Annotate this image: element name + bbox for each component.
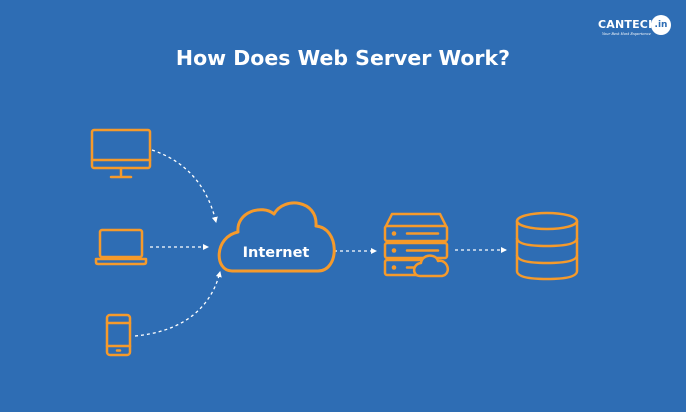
internet-label: Internet — [243, 245, 310, 261]
cloud-icon — [217, 201, 336, 273]
server-rack-icon — [383, 212, 450, 278]
database-icon — [515, 211, 579, 281]
logo-tagline: Your Best Host Experience — [602, 32, 651, 36]
logo-brand-text: CANTECH — [598, 18, 658, 31]
laptop-icon — [94, 228, 148, 266]
cantech-logo: CANTECH .in Your Best Host Experience — [598, 14, 676, 40]
page-title: How Does Web Server Work? — [175, 46, 511, 70]
connector-desktop-to-internet — [151, 149, 218, 223]
connector-phone-to-internet — [134, 271, 222, 337]
logo-badge: .in — [651, 15, 671, 35]
desktop-monitor-icon — [90, 128, 152, 179]
server-status-lights — [391, 231, 397, 270]
smartphone-icon — [105, 313, 132, 357]
